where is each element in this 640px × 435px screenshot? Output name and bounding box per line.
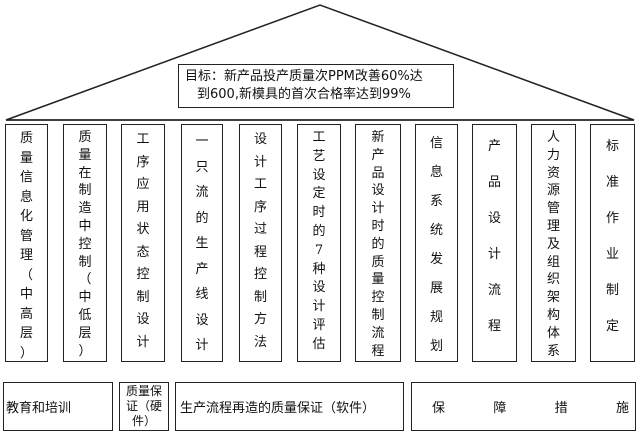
support-char: 障 — [493, 401, 507, 416]
pillar-label: 标 准 作 业 制 定 — [605, 139, 619, 334]
pillar-hr-organization: 人 力 资 源 管 理 及 组 织 架 构 体 系 — [531, 124, 576, 362]
support-char: 施 — [615, 401, 629, 416]
pillar-label: 人 力 资 源 管 理 及 组 织 架 构 体 系 — [546, 130, 560, 359]
pillar-label: 产 品 设 计 流 程 — [487, 139, 501, 334]
support-char: 保 — [432, 401, 446, 416]
base-software-qa: 生产流程再造的质量保证（软件） — [175, 382, 404, 431]
pillar-label: 工 序 应 用 状 态 控 制 设 计 — [136, 132, 150, 350]
pillar-new-product-quality-flow: 新 产 品 设 计 时 的 质 量 控 制 流 程 — [355, 124, 401, 362]
pillar-label: 信 息 系 统 发 展 规 划 — [429, 136, 443, 354]
pillar-quality-info-management: 质 量 信 息 化 管 理 （ 中 高 层 ） — [5, 124, 48, 362]
goal-line-2: 到600,新模具的首次合格率达到99% — [197, 87, 411, 102]
pillar-manufacturing-control: 质 量 在 制 造 中 控 制 （ 中 低 层 ） — [63, 124, 107, 362]
goal-line-1: 目标：新产品投产质量次PPM改善60%达 — [185, 69, 423, 84]
pillar-process-state-control: 工 序 应 用 状 态 控 制 设 计 — [121, 124, 165, 362]
pillar-label: 新 产 品 设 计 时 的 质 量 控 制 流 程 — [371, 130, 385, 359]
base-education: 教育和培训 — [3, 382, 113, 431]
pillar-info-system-plan: 信 息 系 统 发 展 规 划 — [415, 124, 458, 362]
roof-triangle — [5, 4, 635, 121]
base-software-qa-label: 生产流程再造的质量保证（软件） — [180, 401, 376, 416]
pillar-standard-work: 标 准 作 业 制 定 — [590, 124, 635, 362]
pillar-one-piece-flow: 一 只 流 的 生 产 线 设 计 — [181, 124, 223, 362]
base-hardware-qa: 质量保证（硬件） — [119, 382, 169, 431]
pillar-label: 设 计 工 序 过 程 控 制 方 法 — [253, 132, 267, 350]
pillar-label: 质 量 信 息 化 管 理 （ 中 高 层 ） — [19, 131, 33, 361]
base-support-measures: 保 障 措 施 — [411, 382, 636, 431]
pillar-seven-design-reviews: 工 艺 设 定 时 的 7 种 设 计 评 估 — [297, 124, 341, 362]
pillar-product-design-flow: 产 品 设 计 流 程 — [472, 124, 517, 362]
base-education-label: 教育和培训 — [6, 401, 72, 416]
goal-box: 目标：新产品投产质量次PPM改善60%达 到600,新模具的首次合格率达到99% — [178, 64, 454, 108]
support-char: 措 — [554, 401, 568, 416]
base-hardware-qa-label: 质量保证（硬件） — [125, 384, 162, 428]
pillar-label: 一 只 流 的 生 产 线 设 计 — [195, 134, 209, 353]
pillar-process-control-method: 设 计 工 序 过 程 控 制 方 法 — [239, 124, 282, 362]
pillar-label: 工 艺 设 定 时 的 7 种 设 计 评 估 — [312, 130, 326, 352]
pillar-label: 质 量 在 制 造 中 控 制 （ 中 低 层 ） — [78, 130, 92, 359]
